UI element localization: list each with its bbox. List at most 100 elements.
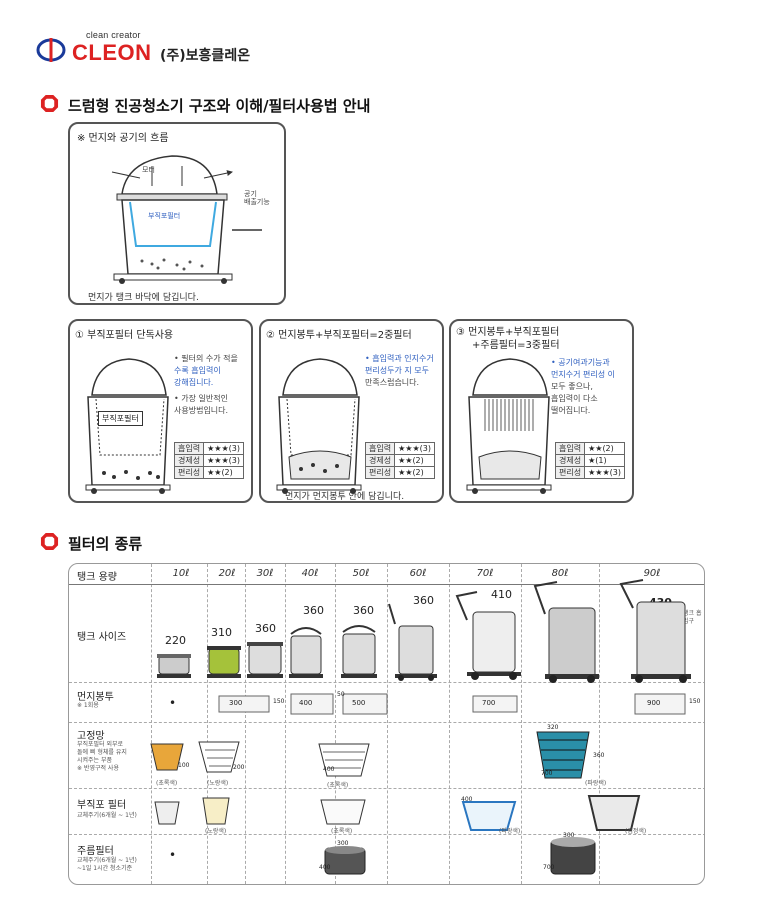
filter-label: 부직포필터 <box>148 212 181 220</box>
tank-note: 탱크 흡입구 <box>683 610 702 625</box>
tank-40-icon <box>289 627 323 678</box>
none-marker: • <box>169 848 177 862</box>
section-title-structure: 드럼형 진공청소기 구조와 이해/필터사용법 안내 <box>68 97 371 115</box>
panel-title: ③ 먼지봉투+부직포필터 +주름필터=3중필터 <box>456 327 560 351</box>
filter-tag: 부직포필터 <box>98 411 143 426</box>
row-sub: 교체주기(6개월 ~ 1년) ~1일 1시간 청소기준 <box>77 857 137 872</box>
panel-notes: • 흡입력과 인지수거 편리성두가 지 모두 만족스럽습니다. <box>365 354 434 387</box>
brand-tagline: clean creator <box>86 30 141 40</box>
row-label-pleated: 주름필터 <box>77 846 114 857</box>
capacity-80: 80ℓ <box>551 568 569 579</box>
panel-title: ② 먼지봉투+부직포필터=2중필터 <box>266 330 412 341</box>
none-marker: • <box>169 696 177 710</box>
tank-size-60: 360 <box>413 594 434 607</box>
tank-size-40: 360 <box>303 604 324 617</box>
mesh-icons <box>150 731 590 779</box>
section-title-filters: 필터의 종류 <box>68 535 143 553</box>
mesh-size: 200 <box>233 764 245 771</box>
vacuum-diagram <box>276 358 362 494</box>
airflow-diagram <box>111 155 262 284</box>
rating-table: 흡입력★★★(3) 경제성★★(2) 편리성★★(2) <box>364 442 435 479</box>
tank-size-20: 310 <box>211 626 232 639</box>
capacity-20: 20ℓ <box>218 568 236 579</box>
filter-table-illustrations <box>150 579 691 875</box>
bag-size: 700 <box>482 699 496 707</box>
brand-name: CLEON <box>72 40 152 65</box>
capacity-40: 40ℓ <box>301 568 319 579</box>
bag-height: 150 <box>689 698 701 705</box>
cleon-logo-icon <box>36 38 66 62</box>
mesh-size: 400 <box>323 766 335 773</box>
nw-color: (노랑색) <box>205 828 227 835</box>
tank-30-icon <box>247 642 283 678</box>
tank-90-icon <box>619 579 691 683</box>
panel-caption: 먼지가 먼지봉투 안에 담깁니다. <box>285 492 405 502</box>
tank-80-icon <box>533 581 599 683</box>
capacity-50: 50ℓ <box>352 568 370 579</box>
row-label-tank-size: 탱크 사이즈 <box>77 632 127 643</box>
rating-table: 흡입력★★(2) 경제성★(1) 편리성★★★(3) <box>554 442 625 479</box>
mesh-size: 100 <box>178 762 190 769</box>
capacity-70: 70ℓ <box>476 568 494 579</box>
nonwoven-filter-icons <box>154 795 641 831</box>
filter-type-table: 탱크 용량 10ℓ 20ℓ 30ℓ 40ℓ 50ℓ 60ℓ 70ℓ 80ℓ 90… <box>68 563 705 885</box>
hexagon-icon <box>40 532 59 551</box>
tank-size-50: 360 <box>353 604 374 617</box>
panel-triple-filter: ③ 먼지봉투+부직포필터 +주름필터=3중필터 • 공기여과기능과 먼지수거 편… <box>449 319 634 503</box>
vacuum-diagram <box>466 358 552 494</box>
motor-label: 모터 <box>142 166 155 174</box>
row-label-mesh: 고정망 <box>77 731 105 742</box>
header-label: 탱크 용량 <box>77 572 117 583</box>
nw-color: (파랑색) <box>499 828 521 835</box>
bag-size: 900 <box>647 699 661 707</box>
mesh-color: (초록색) <box>156 780 178 787</box>
mesh-color: (초록색) <box>327 782 349 789</box>
pleat-size: 300 <box>563 832 575 839</box>
mesh-color: (파랑색) <box>585 780 607 787</box>
capacity-60: 60ℓ <box>409 568 427 579</box>
row-label-nonwoven: 부직포 필터 <box>77 800 127 811</box>
pleat-size: 300 <box>337 840 349 847</box>
tank-70-icon <box>455 591 521 680</box>
mesh-big-w: 320 <box>547 724 559 731</box>
nw-color: (초록색) <box>331 828 353 835</box>
tank-50-icon <box>341 625 377 678</box>
panel-notes: • 필터의 수가 적을 수록 흡입력이 강해집니다. • 가장 일반적인 사용방… <box>174 354 238 415</box>
mesh-color: (노랑색) <box>207 780 229 787</box>
hexagon-icon <box>40 94 59 113</box>
dust-bag-icons <box>218 693 686 715</box>
bag-height: 50 <box>337 691 345 698</box>
mesh-big-h: 360 <box>593 752 605 759</box>
tank-10-icon <box>157 654 191 678</box>
tank-size-30: 360 <box>255 622 276 635</box>
panel-double-filter: ② 먼지봉투+부직포필터=2중필터 • 흡입력과 인지수거 편리성두가 지 모두… <box>259 319 444 503</box>
tank-size-10: 220 <box>165 634 186 647</box>
row-label-dust-bag: 먼지봉투 <box>77 692 114 703</box>
row-sub: 교체주기(6개월 ~ 1년) <box>77 812 137 819</box>
capacity-10: 10ℓ <box>172 568 190 579</box>
tank-20-icon <box>207 646 241 678</box>
capacity-90: 90ℓ <box>643 568 661 579</box>
bag-height: 150 <box>273 698 285 705</box>
mesh-big-base: 700 <box>541 770 553 777</box>
pleat-size: 700 <box>543 864 555 871</box>
pleated-filter-icons <box>324 837 596 875</box>
panel-notes: • 공기여과기능과 먼지수거 편리성 이 모두 좋으나, 흡입력이 다소 떨어집… <box>551 358 615 415</box>
pleat-size: 400 <box>319 864 331 871</box>
panel-single-filter: ① 부직포필터 단독사용 부직포필터 • 필터의 수가 적을 수록 흡입력이 강… <box>68 319 253 503</box>
airflow-title: ※ 먼지와 공기의 흐름 <box>77 133 169 144</box>
tank-60-icon <box>388 603 437 681</box>
bag-size: 300 <box>229 699 243 707</box>
bag-size: 400 <box>299 699 313 707</box>
row-sub: 부직포필터 외부로 돌에 삐 형체를 유지 시켜주는 부품 ※ 반영구적 사용 <box>77 741 127 772</box>
nw-color: (검정색) <box>625 828 647 835</box>
row-sub: ※ 1회용 <box>77 702 99 709</box>
bag-size: 500 <box>352 699 366 707</box>
nw-size: 400 <box>461 796 473 803</box>
company-name: (주)보흥클레온 <box>160 48 251 64</box>
capacity-30: 30ℓ <box>256 568 274 579</box>
tank-size-70: 410 <box>491 588 512 601</box>
rating-table: 흡입력★★★(3) 경제성★★★(3) 편리성★★(2) <box>173 442 244 479</box>
